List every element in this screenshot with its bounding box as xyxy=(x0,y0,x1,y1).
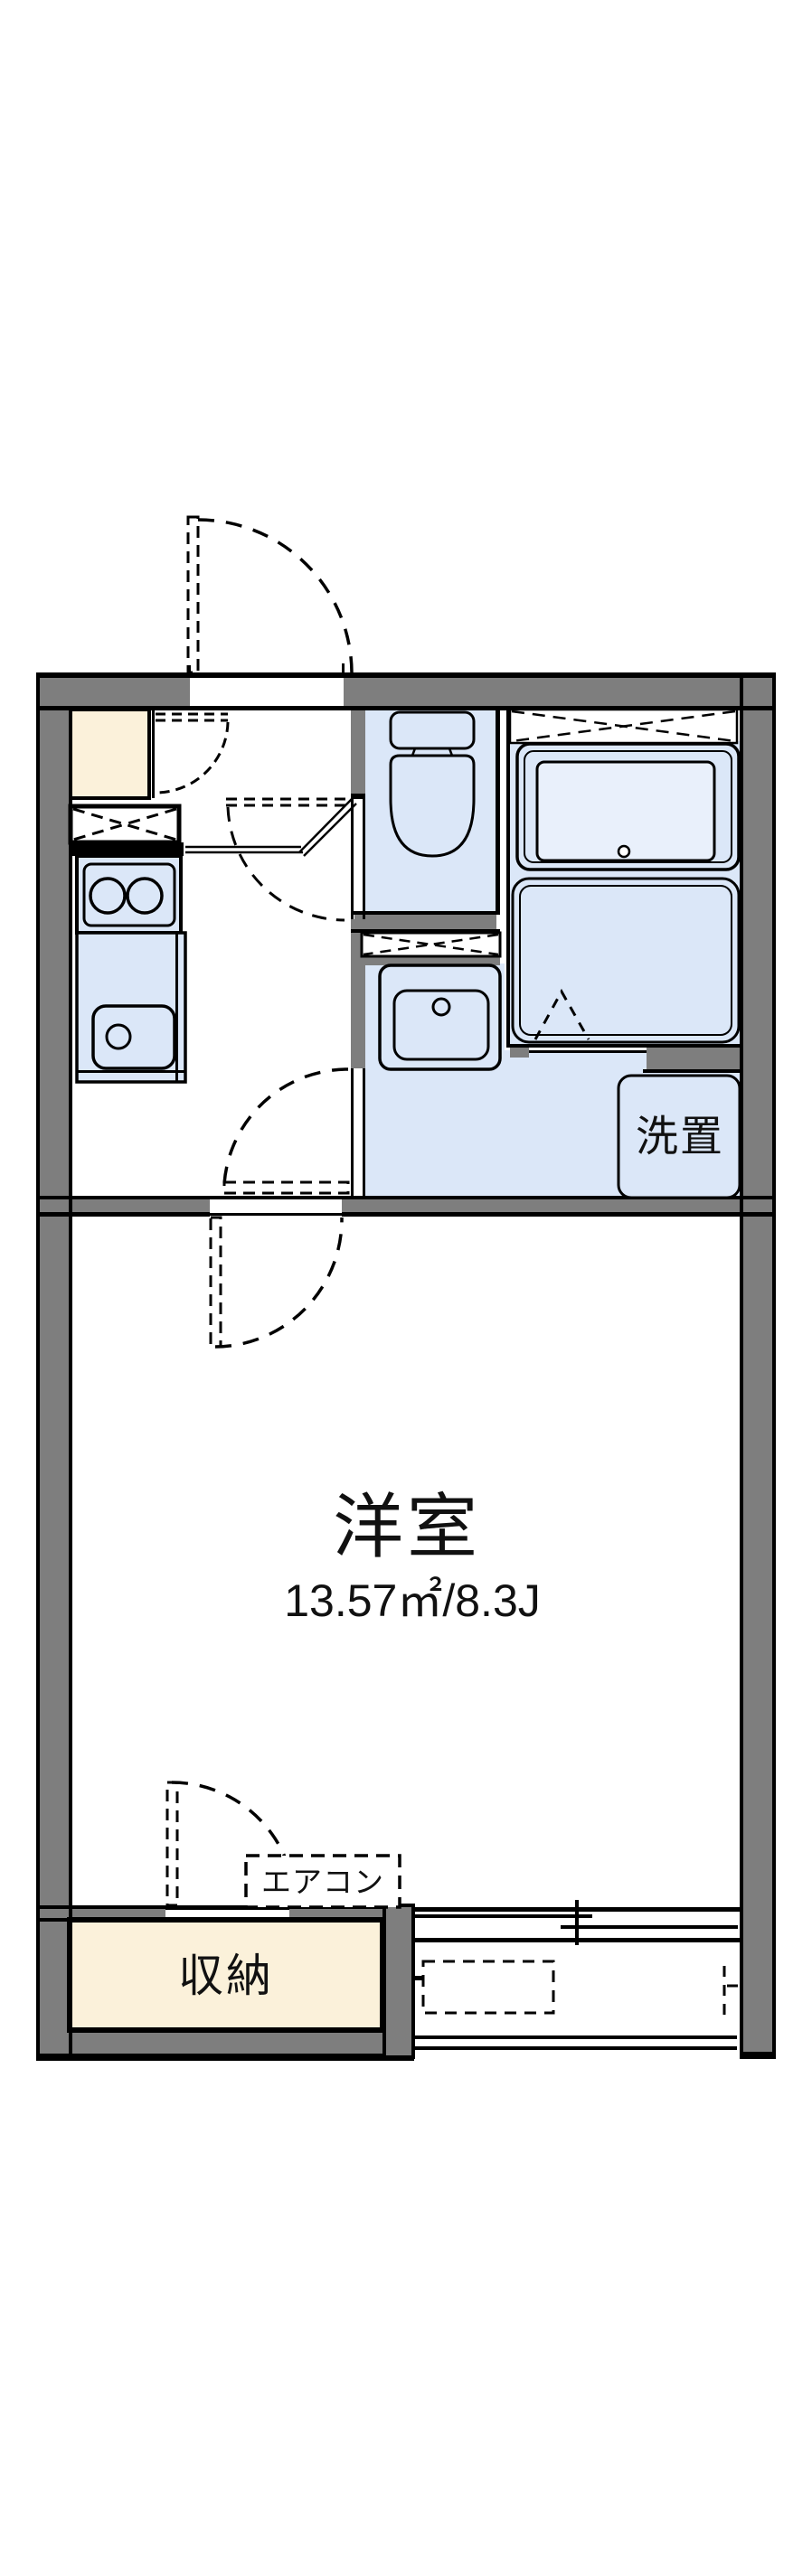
wall-bottom xyxy=(40,2030,411,2054)
wall-right-outer xyxy=(743,678,772,2052)
hall-room-door xyxy=(222,1067,350,1195)
balcony-step-mark xyxy=(411,1976,423,1980)
entry-inner-door-swing-arc xyxy=(226,806,345,922)
balcony xyxy=(411,1960,740,2050)
bath-deck xyxy=(511,877,741,1044)
kitchen-unit xyxy=(68,708,230,1084)
room-side-door-swing-arc xyxy=(214,1217,344,1349)
western-room-area-label: 13.57㎡/8.3J xyxy=(284,1575,541,1626)
entrance-door-swing-arc xyxy=(197,518,354,674)
balcony-rail-inner xyxy=(414,2046,737,2050)
closet-label: 収納 xyxy=(178,1951,274,2001)
closet-door-swing-arc xyxy=(171,1781,297,1906)
shoe-cabinet-edge-line xyxy=(152,710,155,798)
closet-box xyxy=(67,1917,385,2033)
wall-left-outer xyxy=(40,678,71,2054)
wall-toilet-bottom xyxy=(354,915,496,929)
kitchen-sink-counter xyxy=(75,931,187,1084)
bathroom xyxy=(508,708,741,1044)
aircon-box xyxy=(244,1854,401,1909)
shoe-cabinet xyxy=(69,708,151,800)
counter-divider xyxy=(71,842,184,856)
wall-lines xyxy=(36,663,776,2061)
bath-window-x-icon xyxy=(511,710,736,743)
wall-closet-right-block xyxy=(382,1904,415,2059)
wall-under-xband xyxy=(365,956,500,965)
bath-folding-door xyxy=(533,988,590,1040)
washbasin xyxy=(378,964,502,1071)
wall-top-right xyxy=(344,678,772,706)
stove-burner-right xyxy=(126,877,164,915)
room-side-door xyxy=(209,1216,344,1349)
balcony-drain-marks xyxy=(722,1966,740,2022)
upper-cabinet xyxy=(68,804,182,845)
toilet-tank xyxy=(389,710,476,750)
entry-area xyxy=(185,515,357,922)
balcony-rail-outer xyxy=(414,2035,737,2039)
wall-bath-bottom-right xyxy=(647,1048,772,1069)
hall-room-door-swing-arc xyxy=(222,1067,349,1185)
washroom-x-icon xyxy=(363,933,499,956)
wall-closet-top-right xyxy=(289,1909,386,1918)
stove xyxy=(75,854,183,935)
wall-hall-bottom-left xyxy=(40,1199,210,1212)
wall-hall-toilet-upper xyxy=(351,680,365,794)
aircon-label: エアコン xyxy=(261,1865,384,1899)
main-window xyxy=(411,1900,741,1945)
bathtub-drain xyxy=(617,844,631,859)
toilet-bowl xyxy=(389,754,476,858)
wall-closet-top-left xyxy=(40,1909,165,1918)
entry-step-edge xyxy=(185,798,357,857)
outdoor-unit-space xyxy=(421,1960,555,2015)
washroom xyxy=(360,931,741,1199)
wall-wash-bottom xyxy=(342,1199,772,1212)
closet-door xyxy=(165,1781,297,1907)
entry-inner-door xyxy=(226,797,353,922)
toilet xyxy=(389,710,476,858)
washing-machine-space-box xyxy=(617,1074,741,1199)
stove-burner-left xyxy=(89,877,127,915)
washbasin-faucet xyxy=(431,997,451,1017)
entrance-door xyxy=(186,515,354,674)
western-room-label: 洋室 xyxy=(332,1487,482,1566)
bathtub-basin xyxy=(535,760,716,862)
sink-drain xyxy=(105,1023,132,1050)
washing-machine-space-label: 洗置 xyxy=(636,1112,724,1161)
walls xyxy=(40,678,772,2054)
wall-bath-bottom-left xyxy=(510,1048,529,1058)
bathtub xyxy=(515,742,741,871)
kitchen-sink xyxy=(91,1004,176,1070)
closet-area xyxy=(67,1781,401,2033)
shoe-cabinet-door xyxy=(155,712,230,794)
